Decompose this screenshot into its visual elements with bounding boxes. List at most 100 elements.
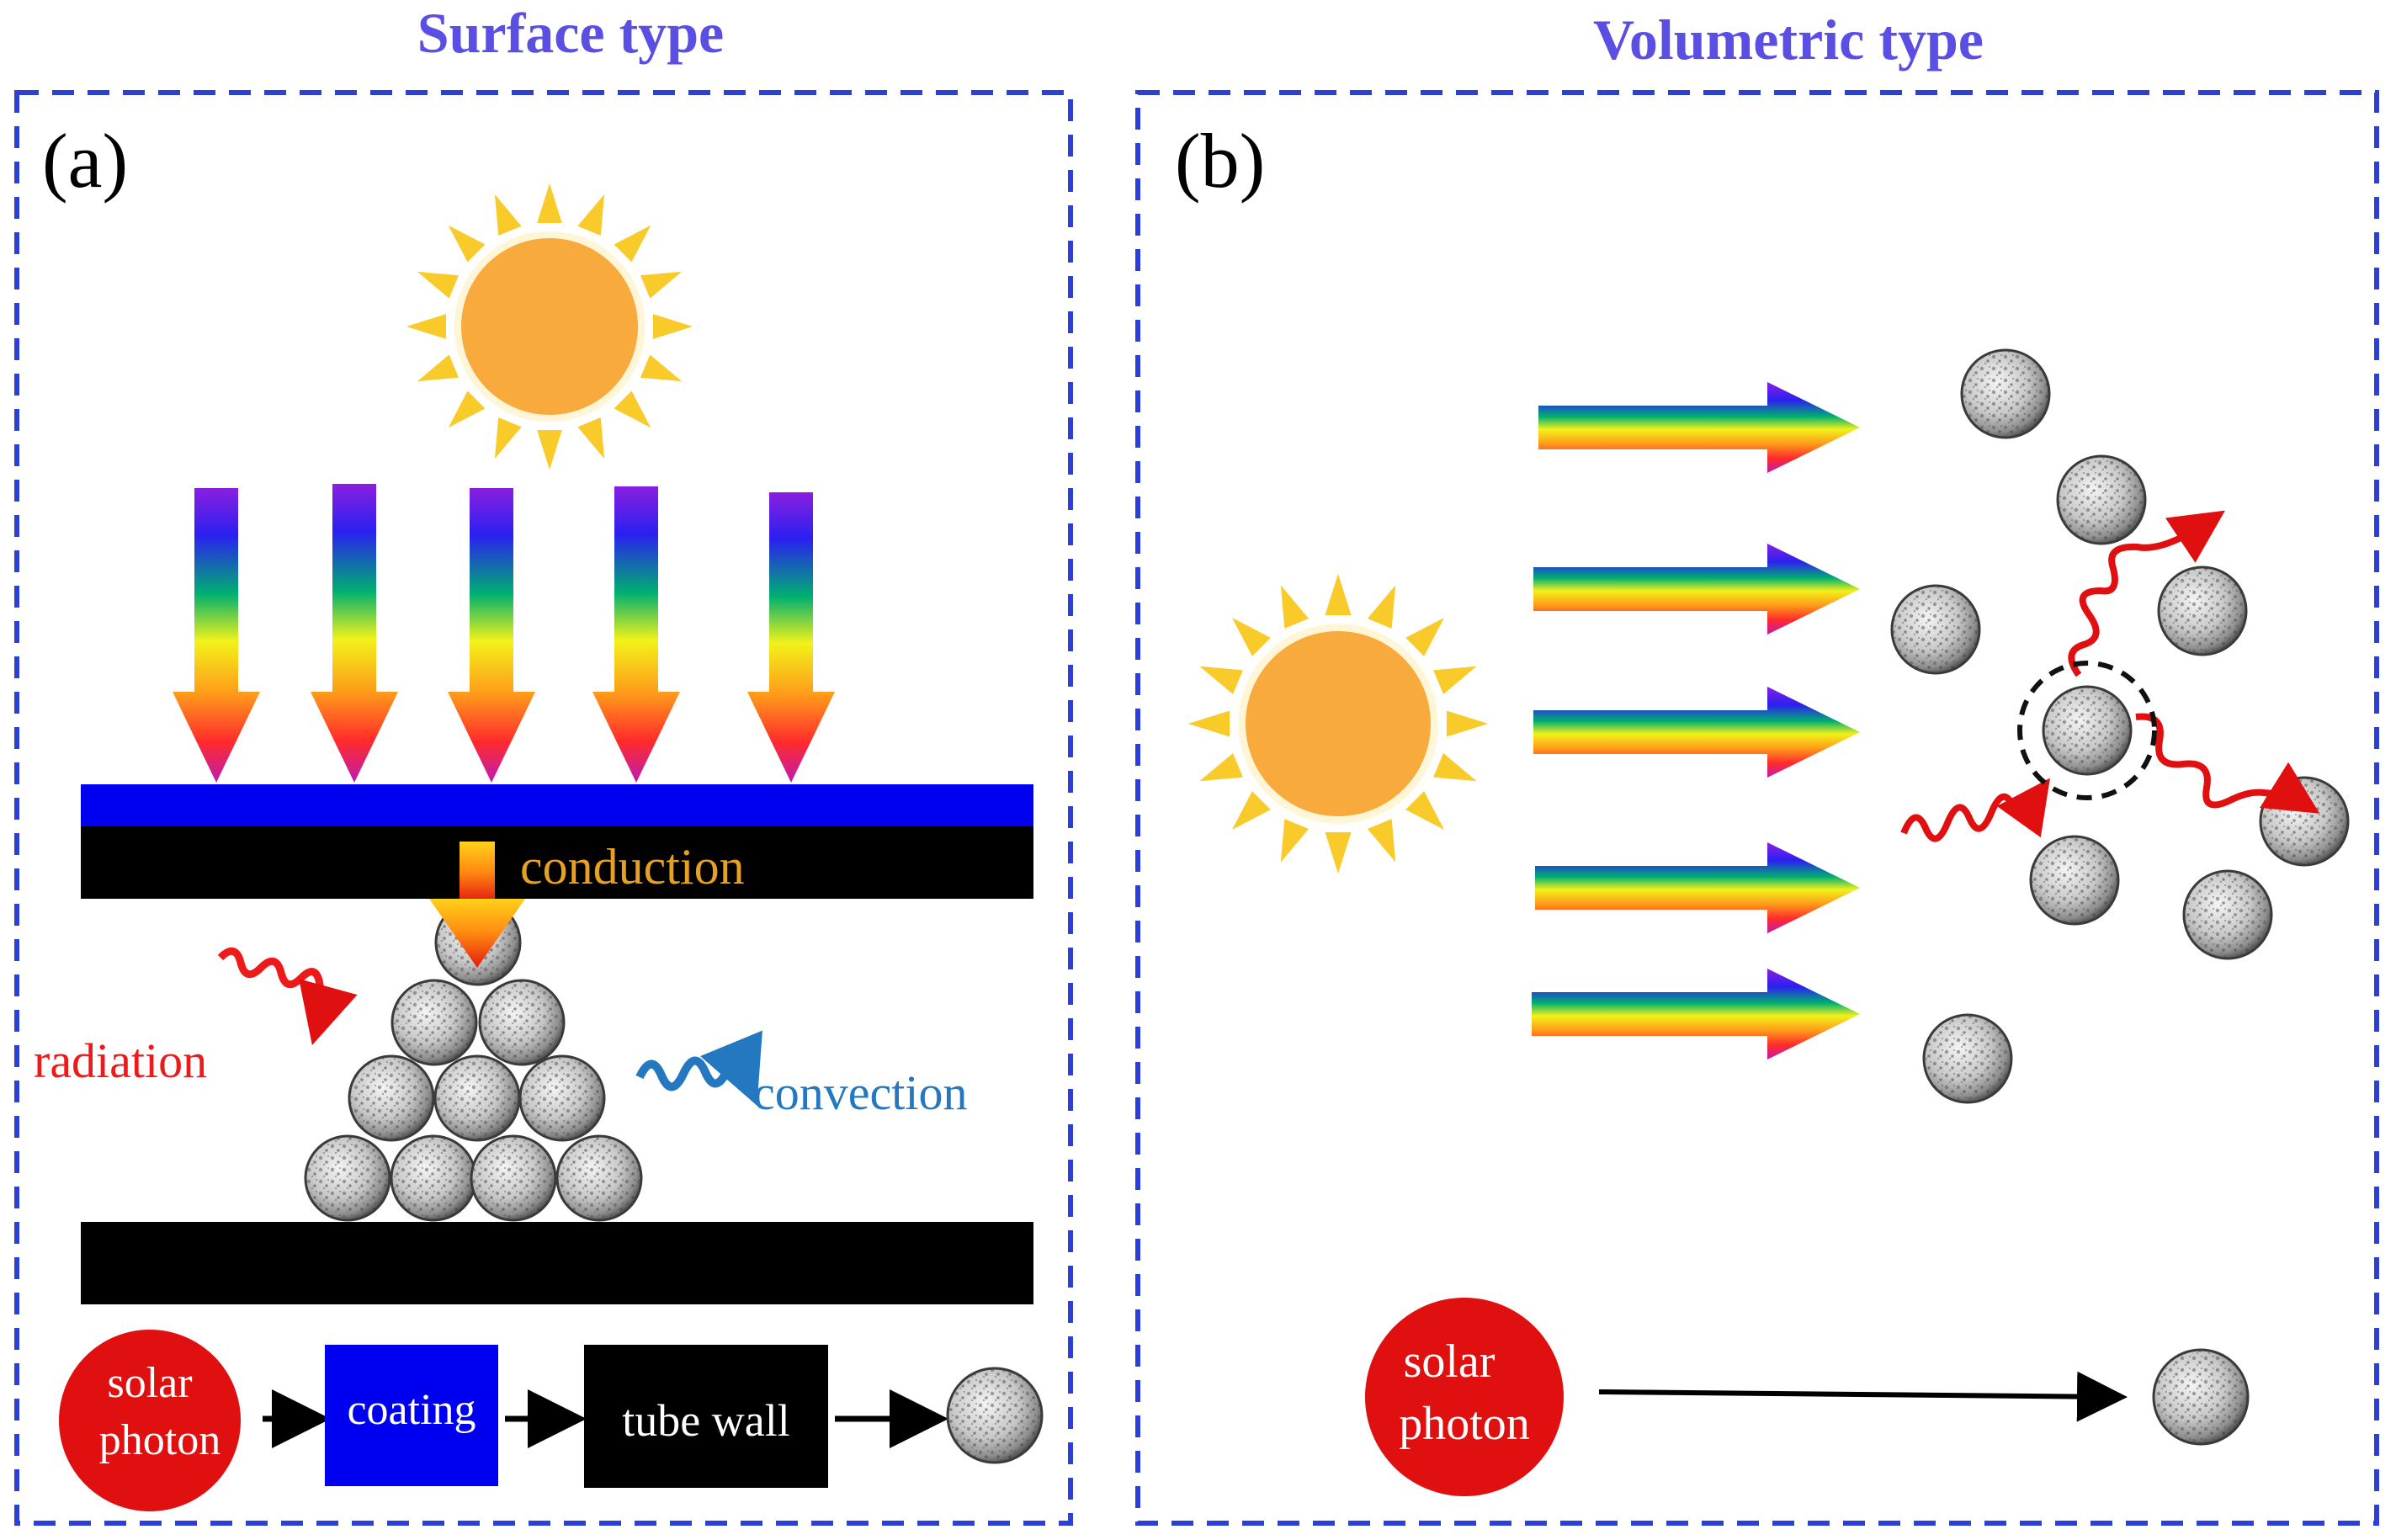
solar-photon-node: [1365, 1298, 1564, 1496]
highlighted-particle-ring: [2017, 661, 2157, 800]
emitted-wave-right-icon: [2135, 713, 2320, 814]
solar-photon-label-line2: photon: [99, 1416, 220, 1464]
particle: [348, 1054, 435, 1142]
tube-wall-node: [584, 1345, 828, 1488]
light-arrow: [747, 492, 835, 783]
particle: [433, 1054, 521, 1142]
volumetric-type-heading: Volumetric type: [1593, 8, 1984, 72]
light-arrow: [1533, 544, 1860, 635]
panel-a-tag: (a): [42, 118, 128, 204]
sun-ray: [1446, 710, 1489, 737]
sun-ray: [448, 225, 486, 263]
surface-panel-frame: [14, 90, 1073, 1526]
particle: [555, 1134, 643, 1222]
flow-arrow-direct: [1598, 1371, 2128, 1422]
sun-ray: [537, 430, 562, 470]
sun-ray: [1325, 573, 1352, 616]
sun-ray: [640, 271, 683, 299]
sun-ray: [1231, 791, 1271, 831]
surface-type-heading: Surface type: [417, 1, 724, 65]
particle: [478, 979, 566, 1066]
sun-ray: [1367, 585, 1396, 629]
sun-ray: [614, 225, 651, 263]
incident-light-arrows: [1532, 382, 1860, 1059]
sun-ray: [1187, 710, 1230, 737]
incoming-wave-icon: [1900, 778, 2050, 842]
sun-ray: [653, 314, 693, 339]
sun-ray: [1199, 752, 1243, 782]
solar-photon-label-line1: solar: [1404, 1336, 1496, 1388]
sun-ray: [1405, 791, 1445, 831]
particle: [390, 979, 478, 1066]
sun-icon: [1187, 573, 1489, 874]
sun-ray: [1280, 585, 1310, 629]
solar-photon-label-line2: photon: [1399, 1398, 1530, 1450]
sun-ray: [537, 183, 562, 223]
particle: [2152, 1348, 2250, 1446]
coating-node: [325, 1345, 498, 1486]
light-arrow: [311, 484, 398, 783]
sun-ray: [417, 271, 460, 299]
particle: [946, 1367, 1044, 1464]
sun-icon: [406, 183, 693, 470]
particle: [1960, 348, 2051, 439]
particle: [2182, 869, 2273, 960]
incident-light-arrows: [173, 484, 835, 783]
coating-node-label: coating: [347, 1386, 475, 1434]
tube-wall-bottom: [81, 1222, 1033, 1304]
convection-wave-icon: [635, 1030, 762, 1106]
light-arrow: [173, 488, 260, 783]
light-arrow: [1538, 382, 1860, 473]
sun-ray: [1231, 617, 1271, 656]
sun-ray: [577, 194, 605, 236]
volumetric-panel-frame: [1135, 90, 2379, 1526]
convection-label: convection: [753, 1065, 967, 1120]
tube-wall-node-label: tube wall: [622, 1395, 789, 1446]
light-arrow: [1532, 969, 1860, 1059]
sun-ray: [448, 390, 486, 428]
light-arrow: [592, 486, 680, 783]
sun-ray: [1433, 666, 1477, 695]
sun-ray: [614, 390, 651, 428]
conduction-arrow: [429, 842, 525, 968]
particle: [1890, 584, 1981, 675]
sun-ray: [577, 417, 605, 459]
sun-ray: [1199, 666, 1243, 695]
conduction-label: conduction: [520, 839, 745, 895]
particle: [304, 1134, 391, 1222]
sun-ray: [494, 417, 522, 459]
sun-core: [1246, 631, 1431, 816]
sun-ray: [406, 314, 446, 339]
sun-ray: [494, 194, 522, 236]
particle: [518, 1054, 606, 1142]
sun-ray: [1405, 617, 1445, 656]
light-arrow: [1535, 842, 1860, 933]
solar-photon-label-line1: solar: [107, 1359, 192, 1407]
particle: [390, 1134, 477, 1222]
particle: [2042, 685, 2133, 776]
sun-core: [461, 238, 638, 415]
radiation-wave-icon: [217, 947, 358, 1046]
sun-ray: [640, 354, 683, 382]
sun-ray: [1367, 819, 1396, 863]
particle: [2157, 566, 2248, 656]
solar-photon-node: [59, 1330, 241, 1511]
dispersed-particles: [1890, 348, 2350, 1104]
coating-layer: [81, 784, 1033, 826]
sun-ray: [1433, 752, 1477, 782]
sun-ray: [417, 354, 460, 382]
particle-node-b: [2152, 1348, 2250, 1446]
tube-wall-top: [81, 826, 1033, 899]
particle: [2029, 835, 2120, 926]
particle-node-a: [946, 1367, 1044, 1464]
sun-ray: [1325, 831, 1352, 874]
light-arrow: [448, 488, 535, 783]
panel-b-tag: (b): [1175, 118, 1265, 204]
particle: [470, 1134, 557, 1222]
particle: [2056, 454, 2147, 545]
light-arrow: [1533, 687, 1860, 778]
radiation-label: radiation: [34, 1033, 207, 1088]
sun-ray: [1280, 819, 1310, 863]
emitted-wave-up-icon: [2068, 510, 2225, 677]
